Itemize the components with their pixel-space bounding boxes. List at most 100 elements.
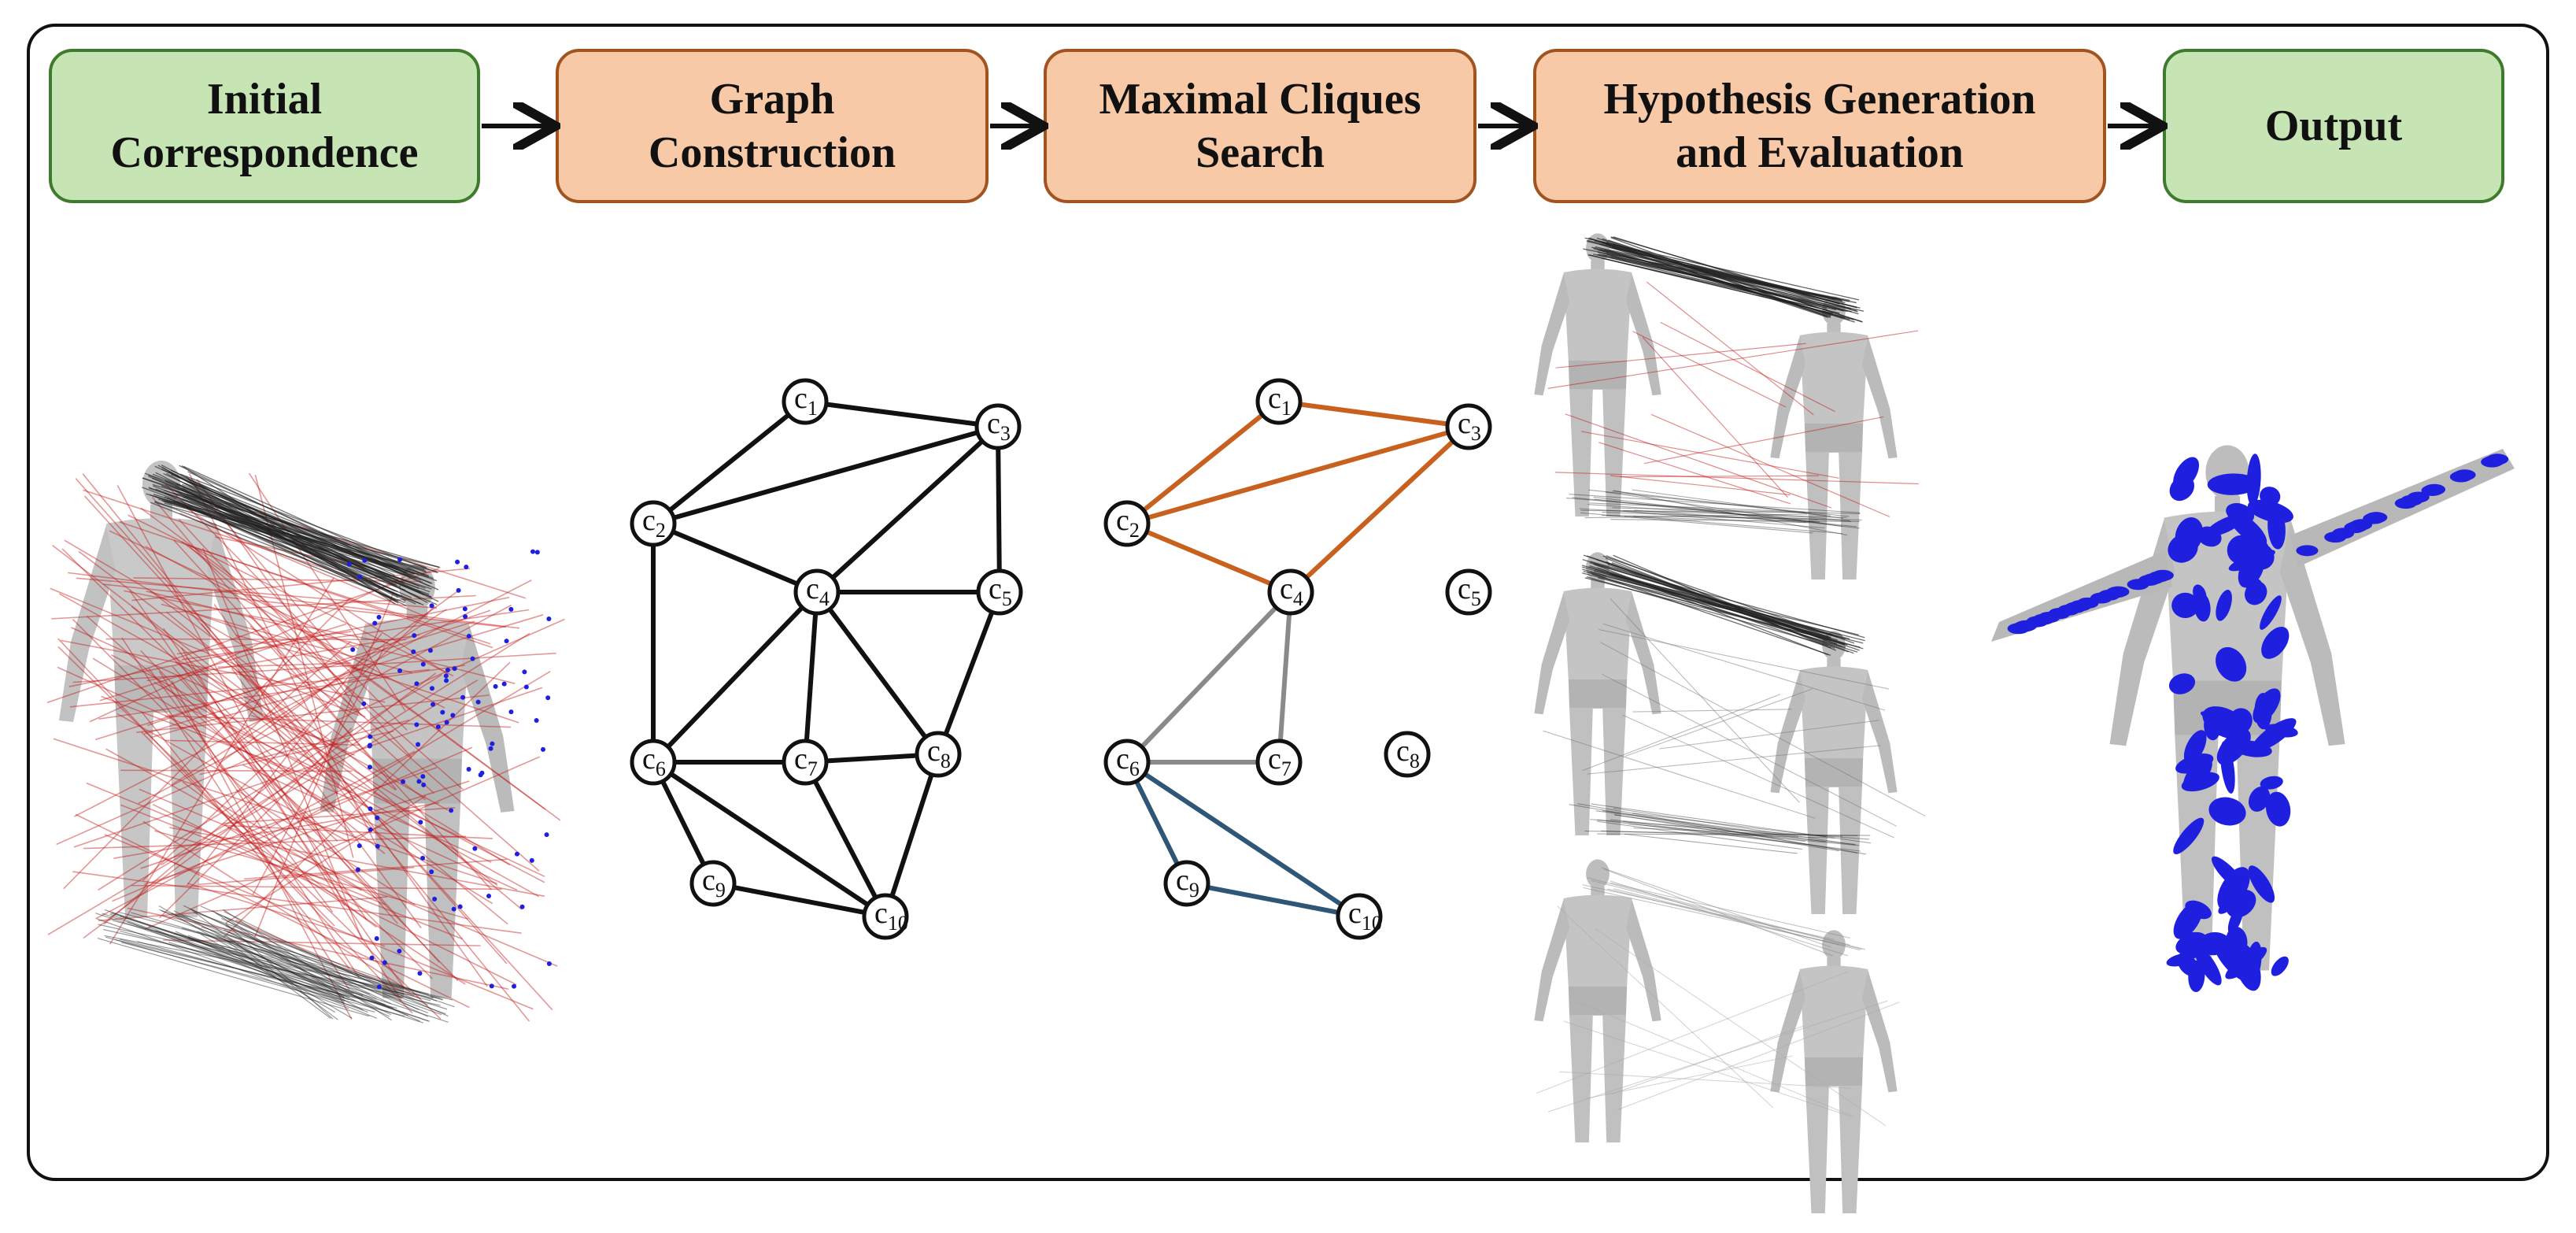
correspondence-line — [1563, 1020, 1850, 1117]
correspondence-line — [148, 926, 377, 1019]
mesh-patch — [2138, 575, 2160, 587]
correspondence-line — [159, 909, 390, 1017]
correspondence-line — [171, 680, 353, 1020]
mesh-patch — [2227, 708, 2253, 735]
correspondence-line — [1597, 819, 1809, 846]
correspondence-line — [153, 803, 517, 986]
graph-node: c2 — [630, 500, 677, 547]
keypoint — [435, 724, 441, 730]
keypoint — [450, 713, 456, 718]
mesh-patch — [2248, 865, 2275, 903]
graph-edge — [936, 591, 1002, 756]
correspondence-line — [235, 634, 390, 679]
mesh-patch — [2228, 550, 2275, 572]
keypoint — [449, 808, 454, 813]
correspondence-line — [105, 638, 407, 641]
correspondence-line — [1613, 490, 1848, 536]
correspondence-line — [104, 935, 415, 996]
keypoint — [416, 742, 421, 747]
graph-edge — [651, 590, 819, 765]
graph-node: c9 — [689, 860, 737, 907]
mesh-patch — [2225, 946, 2267, 979]
graph-node: c8 — [915, 731, 962, 778]
keypoint — [350, 646, 356, 652]
correspondence-line — [158, 671, 360, 978]
correspondence-line — [178, 914, 428, 1013]
stage-hypothesis-generation: Hypothesis Generation and Evaluation — [1533, 49, 2106, 203]
correspondence-line — [150, 502, 405, 604]
correspondence-line — [82, 473, 530, 1022]
stage-maximal-cliques-search: Maximal Cliques Search — [1044, 49, 1476, 203]
correspondence-line — [1602, 810, 1798, 838]
correspondence-line — [1547, 1000, 1888, 1113]
keypoint — [512, 983, 517, 989]
node-subscript: 7 — [808, 757, 818, 780]
correspondence-line — [47, 679, 479, 935]
correspondence-line — [103, 583, 506, 628]
correspondence-line — [148, 668, 334, 913]
correspondence-line — [162, 915, 442, 1016]
correspondence-line — [1601, 830, 1835, 839]
mesh-patch — [2271, 956, 2289, 976]
keypoint — [411, 649, 416, 654]
graph-edge — [883, 754, 941, 917]
correspondence-line — [235, 920, 422, 1000]
correspondence-line — [57, 638, 413, 1014]
correspondence-line — [1590, 819, 1869, 840]
correspondence-line — [69, 668, 430, 708]
correspondence-line — [1632, 709, 1792, 713]
correspondence-line — [1587, 571, 1831, 656]
correspondence-line — [1617, 1002, 1900, 1110]
correspondence-line — [102, 913, 350, 998]
mesh-patch — [2048, 608, 2071, 620]
correspondence-line — [224, 929, 392, 1016]
correspondence-line — [186, 632, 383, 886]
correspondence-line — [52, 545, 498, 887]
correspondence-line — [1584, 237, 1860, 301]
keypoint — [397, 557, 403, 562]
correspondence-line — [174, 932, 405, 995]
correspondence-line — [171, 913, 420, 1022]
correspondence-line — [131, 884, 502, 890]
correspondence-line — [179, 465, 416, 579]
correspondence-line — [1577, 803, 1858, 854]
graph-edge — [1126, 424, 1469, 526]
correspondence-line — [252, 671, 551, 850]
graph-node: c1 — [782, 378, 829, 425]
correspondence-line — [1633, 516, 1842, 535]
node-subscript: 10 — [888, 912, 908, 935]
correspondence-line — [138, 604, 512, 805]
correspondence-line — [182, 928, 448, 1010]
graph-edge — [1288, 424, 1471, 594]
graph-node: c4 — [1267, 568, 1314, 616]
correspondence-line — [188, 480, 439, 591]
correspondence-line — [244, 858, 508, 880]
keypoint — [501, 681, 507, 687]
keypoint — [508, 709, 514, 715]
correspondence-line — [1586, 576, 1828, 646]
correspondence-line — [187, 882, 386, 947]
keypoint — [444, 720, 449, 725]
graph-edge — [652, 399, 807, 526]
correspondence-line — [150, 590, 427, 801]
keypoint — [486, 893, 492, 898]
correspondence-line — [50, 587, 360, 716]
correspondence-line — [103, 928, 441, 1006]
correspondence-line — [231, 668, 422, 929]
hypothesis-2 — [1534, 552, 1926, 914]
keypoint — [420, 774, 426, 779]
keypoint — [414, 681, 419, 687]
correspondence-line — [225, 925, 377, 999]
node-subscript: 9 — [1189, 879, 1199, 902]
correspondence-line — [183, 482, 412, 571]
keypoint — [368, 734, 373, 739]
mesh-patch — [2296, 545, 2319, 557]
keypoint — [357, 843, 362, 849]
node-subscript: 6 — [656, 757, 666, 780]
correspondence-line — [101, 695, 353, 794]
initial-correspondence-illustration — [46, 461, 565, 1024]
correspondence-line — [1566, 498, 1850, 521]
correspondence-line — [61, 639, 386, 703]
correspondence-line — [1582, 694, 1781, 772]
